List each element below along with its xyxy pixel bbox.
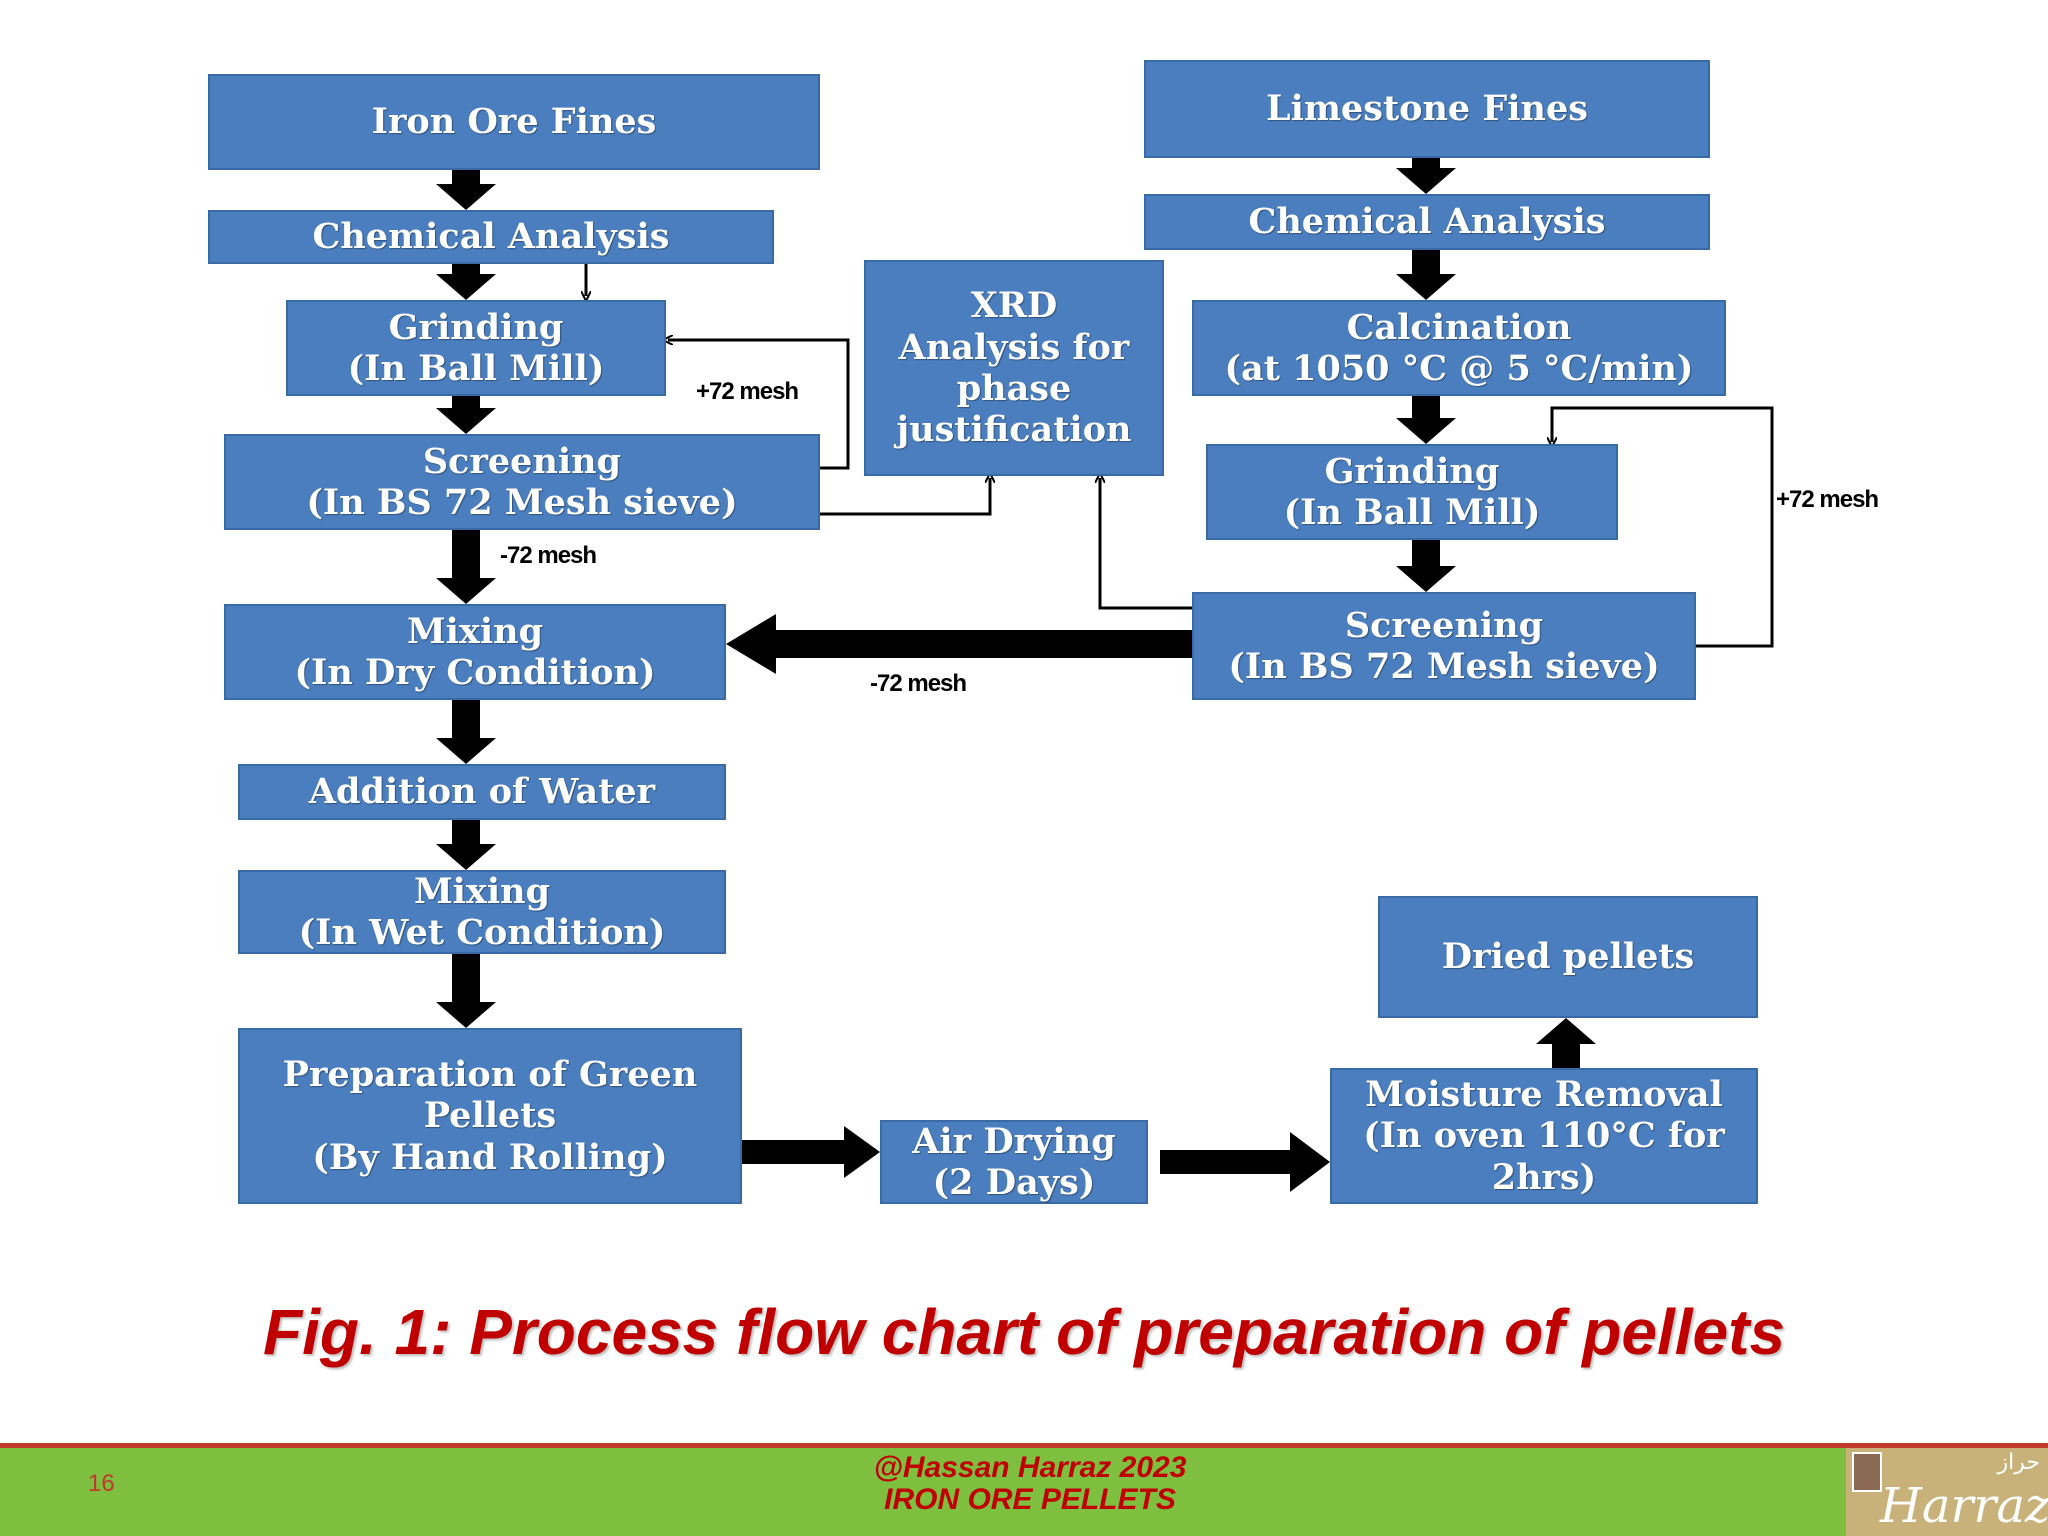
- arrow-iron-to-chem: [436, 170, 496, 210]
- footer-divider: [0, 1443, 2048, 1448]
- logo-text: Harraz: [1880, 1478, 2048, 1534]
- mesh-label-center-minus: -72 mesh: [870, 670, 967, 697]
- box-label: Limestone Fines: [1266, 88, 1588, 130]
- box-limestone-fines: Limestone Fines: [1144, 60, 1710, 158]
- box-sublabel: (In Ball Mill): [347, 348, 605, 389]
- thick-arrows: [436, 158, 1596, 1192]
- box-iron-ore-fines: Iron Ore Fines: [208, 74, 820, 170]
- arrow-green-to-airdry: [742, 1126, 880, 1178]
- box-dried-pellets: Dried pellets: [1378, 896, 1758, 1018]
- box-sublabel: (In BS 72 Mesh sieve): [306, 482, 738, 523]
- box-moisture-removal: Moisture Removal (In oven 110°C for 2hrs…: [1330, 1068, 1758, 1204]
- box-label: phase: [956, 368, 1072, 409]
- footer-credit: @Hassan Harraz 2023 IRON ORE PELLETS: [830, 1451, 1230, 1517]
- arrow-chem-to-grind: [436, 264, 496, 300]
- box-label: Grinding: [1324, 450, 1500, 492]
- box-sublabel: (at 1050 °C @ 5 °C/min): [1224, 348, 1694, 389]
- arrow-grind-to-screen-right: [1396, 540, 1456, 592]
- arrow-calc-to-grind: [1396, 396, 1456, 444]
- box-sublabel: (In Dry Condition): [294, 652, 656, 693]
- box-grinding-left: Grinding (In Ball Mill): [286, 300, 666, 396]
- box-label: Iron Ore Fines: [371, 101, 657, 143]
- right-recycle-line: [1552, 406, 1774, 648]
- box-sublabel: (By Hand Rolling): [312, 1136, 668, 1178]
- arrow-chem-to-calc: [1396, 250, 1456, 300]
- box-calcination: Calcination (at 1050 °C @ 5 °C/min): [1192, 300, 1726, 396]
- arrow-moisture-to-dried: [1536, 1018, 1596, 1068]
- mesh-label-left-minus: -72 mesh: [500, 542, 597, 569]
- box-label: XRD: [970, 285, 1058, 327]
- box-sublabel: (In oven 110°C for: [1363, 1115, 1725, 1157]
- box-xrd-analysis: XRD Analysis for phase justification: [864, 260, 1164, 476]
- footer-bar: [0, 1448, 2048, 1536]
- right-to-xrd-line: [1100, 478, 1192, 610]
- box-screening-right: Screening (In BS 72 Mesh sieve): [1192, 592, 1696, 700]
- feedback-lines: [586, 258, 1774, 648]
- arrow-screen-to-mixdry: [436, 530, 496, 604]
- arrow-mixdry-to-water: [436, 700, 496, 764]
- box-addition-of-water: Addition of Water: [238, 764, 726, 820]
- box-label: Pellets: [423, 1095, 557, 1137]
- box-sublabel: (In Ball Mill): [1283, 492, 1541, 533]
- box-label: Calcination: [1346, 306, 1572, 348]
- box-label: Preparation of Green: [282, 1054, 698, 1096]
- box-label: Mixing: [413, 870, 551, 912]
- arrow-mixwet-to-green: [436, 954, 496, 1028]
- box-chemical-analysis-left: Chemical Analysis: [208, 210, 774, 264]
- left-to-xrd-line: [820, 478, 990, 516]
- box-label: Screening: [422, 440, 622, 482]
- box-label: Air Drying: [912, 1120, 1116, 1162]
- footer-line-1: @Hassan Harraz 2023: [873, 1451, 1187, 1484]
- footer-line-2: IRON ORE PELLETS: [884, 1483, 1176, 1517]
- box-label: Chemical Analysis: [312, 216, 670, 258]
- box-label: Chemical Analysis: [1248, 201, 1606, 243]
- author-photo: [1852, 1452, 1882, 1492]
- arrow-lime-to-chem: [1396, 158, 1456, 194]
- box-label: Grinding: [388, 306, 564, 348]
- box-sublabel: (In Wet Condition): [298, 912, 666, 953]
- arrow-grind-to-screen: [436, 396, 496, 434]
- arrow-right-screen-to-mixdry: [726, 614, 1192, 674]
- box-label: justification: [896, 409, 1132, 451]
- box-green-pellets: Preparation of Green Pellets (By Hand Ro…: [238, 1028, 742, 1204]
- figure-caption: Fig. 1: Process flow chart of preparatio…: [262, 1296, 1786, 1368]
- box-sublabel: 2hrs): [1491, 1156, 1597, 1198]
- box-sublabel: (In BS 72 Mesh sieve): [1228, 646, 1660, 687]
- box-air-drying: Air Drying (2 Days): [880, 1120, 1148, 1204]
- box-sublabel: (2 Days): [932, 1162, 1096, 1203]
- box-mixing-dry: Mixing (In Dry Condition): [224, 604, 726, 700]
- box-label: Addition of Water: [308, 771, 656, 813]
- box-label: Moisture Removal: [1365, 1074, 1723, 1116]
- page-number: 16: [88, 1470, 115, 1497]
- box-label: Mixing: [406, 610, 544, 652]
- box-label: Analysis for: [898, 326, 1130, 368]
- mesh-label-left-plus: +72 mesh: [696, 378, 799, 405]
- box-label: Dried pellets: [1441, 936, 1695, 978]
- box-chemical-analysis-right: Chemical Analysis: [1144, 194, 1710, 250]
- mesh-label-right-plus: +72 mesh: [1776, 486, 1879, 513]
- box-label: Screening: [1344, 604, 1544, 646]
- box-mixing-wet: Mixing (In Wet Condition): [238, 870, 726, 954]
- arrow-water-to-mixwet: [436, 820, 496, 870]
- box-screening-left: Screening (In BS 72 Mesh sieve): [224, 434, 820, 530]
- arrow-airdry-to-moisture: [1160, 1132, 1330, 1192]
- logo-arabic-text: حراز: [1997, 1450, 2040, 1475]
- left-recycle-line: [668, 340, 850, 470]
- box-grinding-right: Grinding (In Ball Mill): [1206, 444, 1618, 540]
